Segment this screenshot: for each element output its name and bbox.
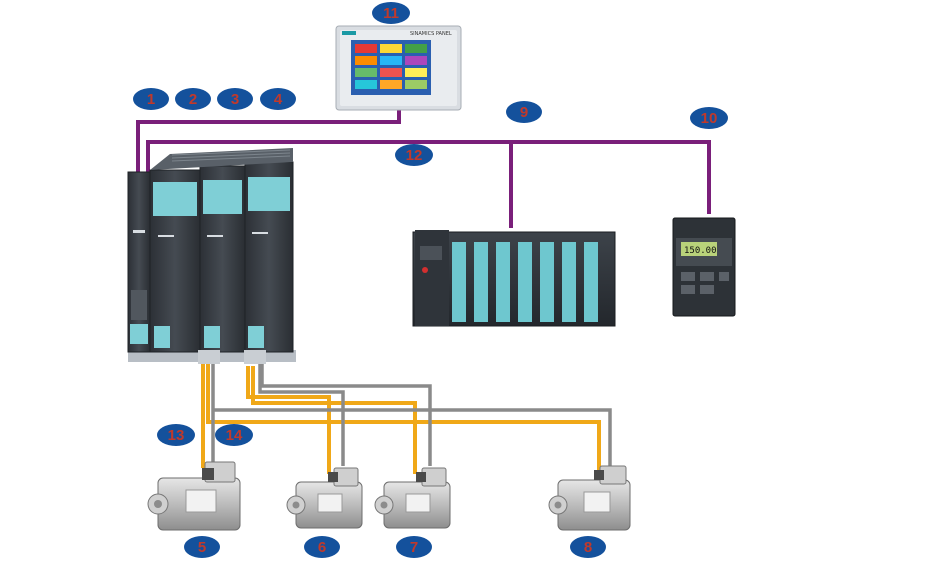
svg-text:1: 1 <box>147 91 155 108</box>
badge-13: 13 <box>157 424 195 446</box>
badge-11: 11 <box>372 2 410 24</box>
badge-9: 9 <box>506 101 542 123</box>
badge-12: 12 <box>395 144 433 166</box>
servo-motor-8 <box>548 465 631 531</box>
power-cable-motor6 <box>246 366 331 474</box>
servo-motor-5 <box>147 461 241 531</box>
svg-text:5: 5 <box>198 539 206 556</box>
svg-text:7: 7 <box>410 539 418 556</box>
vfd-readout: 150.00 <box>684 246 717 256</box>
plc-rack <box>412 230 616 327</box>
svg-text:11: 11 <box>383 5 399 22</box>
badge-7: 7 <box>396 536 432 558</box>
encoder-cables <box>211 362 612 466</box>
hmi-link-line <box>136 108 401 172</box>
network-lines <box>136 108 711 228</box>
badge-10: 10 <box>690 107 728 129</box>
badges: 1 2 3 4 5 6 7 8 <box>133 2 728 558</box>
svg-text:14: 14 <box>226 427 243 444</box>
profibus-bus-line <box>146 140 711 214</box>
plc-io-modules <box>452 242 598 322</box>
servo-motor-6 <box>286 467 363 529</box>
svg-text:6: 6 <box>318 539 326 556</box>
hmi-screen-tiles <box>355 44 427 89</box>
svg-text:12: 12 <box>406 147 423 164</box>
drive-system <box>127 148 296 364</box>
power-cable-motor7 <box>251 366 417 474</box>
servo-motor-7 <box>374 467 451 529</box>
badge-14: 14 <box>215 424 253 446</box>
badge-6: 6 <box>304 536 340 558</box>
svg-text:3: 3 <box>231 91 239 108</box>
power-cables <box>201 362 601 474</box>
hmi-brand-label: SINAMICS PANEL <box>410 31 452 37</box>
svg-text:2: 2 <box>189 91 197 108</box>
encoder-cable-motor7 <box>260 364 432 466</box>
power-cable-motor8 <box>206 362 601 474</box>
badge-3: 3 <box>217 88 253 110</box>
svg-text:4: 4 <box>274 91 283 108</box>
badge-8: 8 <box>570 536 606 558</box>
svg-text:13: 13 <box>168 427 185 444</box>
badge-4: 4 <box>260 88 296 110</box>
hmi-panel: SINAMICS PANEL <box>335 25 462 111</box>
badge-2: 2 <box>175 88 211 110</box>
svg-text:10: 10 <box>701 110 718 127</box>
svg-text:9: 9 <box>520 104 528 121</box>
encoder-cable-motor6 <box>258 364 345 466</box>
svg-text:8: 8 <box>584 539 592 556</box>
encoder-cable-motor8 <box>213 408 612 466</box>
badge-1: 1 <box>133 88 169 110</box>
vfd-drive: 150.00 <box>672 217 736 317</box>
badge-5: 5 <box>184 536 220 558</box>
